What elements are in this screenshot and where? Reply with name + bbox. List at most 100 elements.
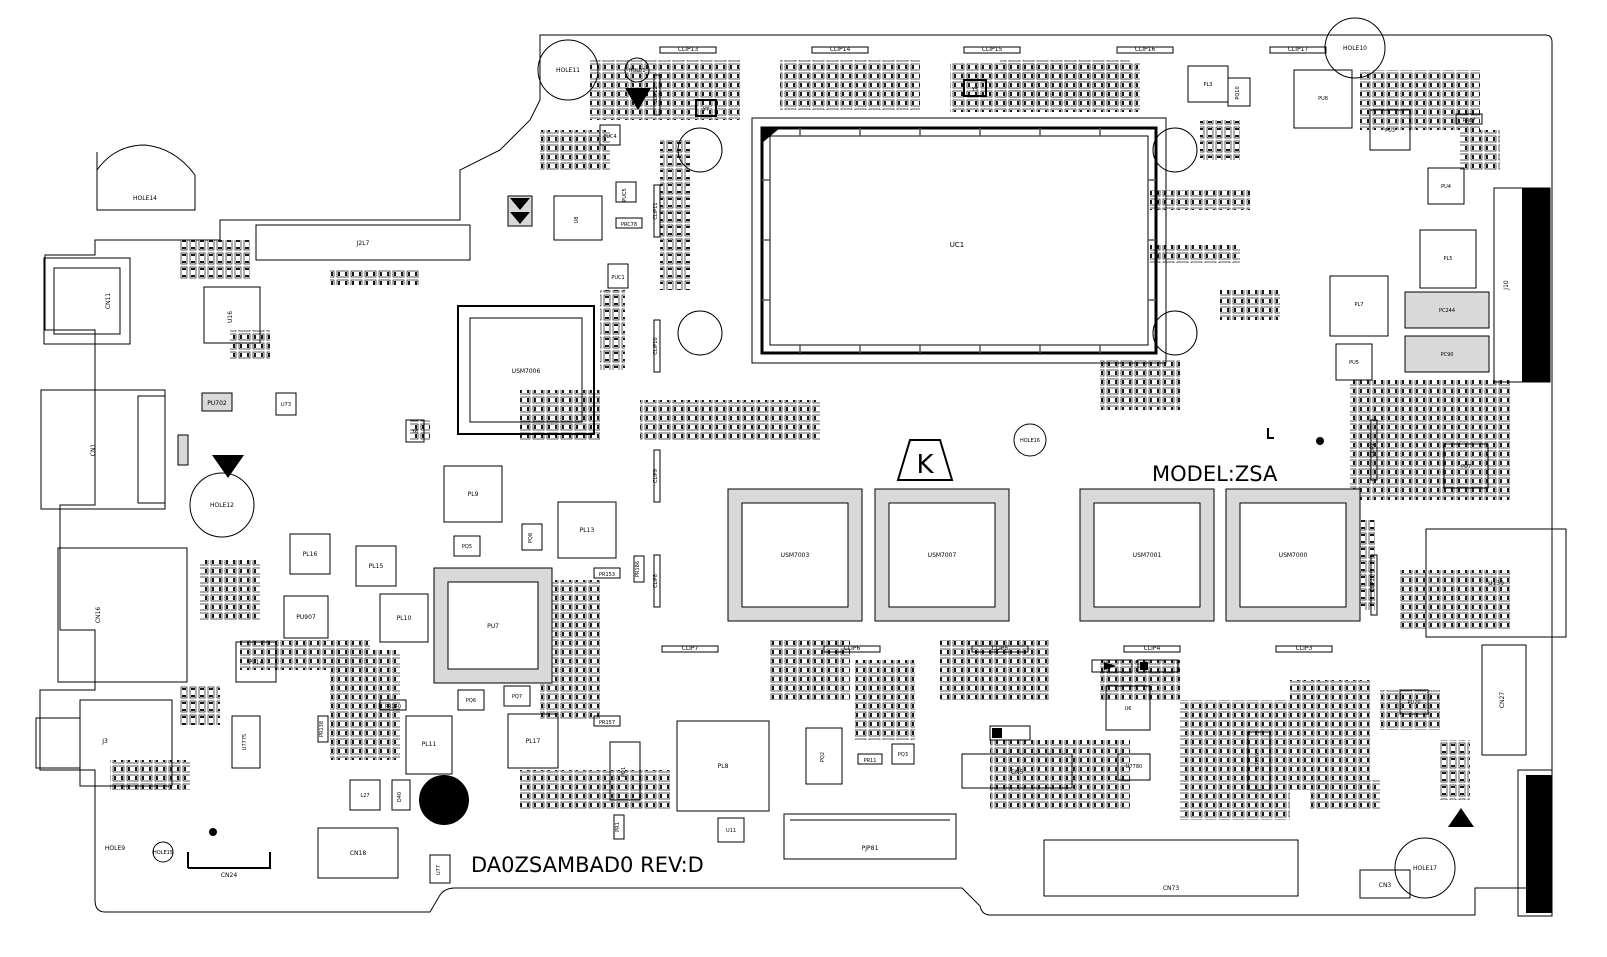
svg-text:PC90: PC90	[1441, 352, 1454, 358]
clips: CLIP13 CLIP14 CLIP15 CLIP16 CLIP17 CLIP1…	[653, 46, 1378, 653]
svg-text:PL7: PL7	[1355, 302, 1364, 308]
svg-text:CLIP12: CLIP12	[653, 86, 659, 103]
svg-text:PQ1: PQ1	[621, 767, 627, 777]
svg-text:USM7003: USM7003	[781, 552, 810, 559]
svg-text:Y6: Y6	[411, 429, 418, 435]
svg-text:UC1: UC1	[950, 241, 964, 249]
svg-text:PRC78: PRC78	[621, 222, 637, 228]
svg-text:CN16: CN16	[95, 607, 102, 623]
svg-text:PU8: PU8	[1318, 96, 1328, 102]
svg-text:PR1: PR1	[615, 822, 621, 832]
svg-text:HOLE15: HOLE15	[153, 850, 173, 856]
svg-text:USM7007: USM7007	[928, 552, 957, 559]
svg-text:CN24: CN24	[221, 872, 237, 879]
svg-text:HOLE1: HOLE1	[629, 68, 646, 74]
svg-text:PL16: PL16	[303, 551, 318, 558]
svg-text:CN5: CN5	[1011, 769, 1024, 776]
svg-text:PL5: PL5	[1444, 256, 1453, 262]
model-label: MODEL:ZSA	[1152, 462, 1278, 486]
hole-16	[1013, 423, 1047, 457]
svg-text:U7780: U7780	[1126, 764, 1142, 770]
svg-text:PR11: PR11	[864, 758, 877, 764]
svg-text:HOLE10: HOLE10	[1343, 45, 1367, 52]
svg-text:CN73: CN73	[1163, 885, 1179, 892]
orientation-markers	[177, 88, 1474, 836]
u139-chip: U139	[1425, 528, 1567, 638]
svg-text:CLIP1: CLIP1	[1370, 443, 1376, 457]
svg-text:PUC4: PUC4	[603, 134, 616, 140]
svg-text:PL11: PL11	[422, 741, 437, 748]
connectors: J2L7 CN11 CN1 CN16 J3 CN24 CN18 CN5 CN73…	[35, 187, 1553, 917]
smd-component-field	[110, 60, 1510, 820]
svg-text:PL8: PL8	[718, 763, 729, 770]
svg-text:PU7: PU7	[487, 623, 499, 630]
svg-text:CN18: CN18	[350, 850, 366, 857]
svg-text:PU702: PU702	[207, 400, 227, 407]
svg-text:PL17: PL17	[526, 738, 541, 745]
svg-text:U77: U77	[436, 865, 442, 875]
svg-text:PU70: PU70	[1407, 700, 1420, 706]
uc1-cpu: UC1	[751, 117, 1167, 364]
svg-text:U8: U8	[574, 217, 580, 224]
svg-text:CLIP4: CLIP4	[1144, 645, 1161, 652]
svg-text:PR140: PR140	[385, 704, 401, 710]
svg-text:PR157: PR157	[599, 720, 615, 726]
svg-text:PUC5: PUC5	[622, 188, 628, 201]
svg-text:Y7: Y7	[702, 107, 709, 113]
svg-text:CN27: CN27	[1499, 692, 1506, 708]
svg-text:U7770: U7770	[1255, 753, 1261, 769]
svg-text:CLIP11: CLIP11	[653, 202, 659, 219]
hole-12	[189, 472, 255, 538]
svg-text:PU7: PU7	[1461, 464, 1471, 470]
svg-text:CN11: CN11	[105, 293, 112, 309]
svg-text:D40: D40	[397, 792, 403, 802]
svg-text:CLIP6: CLIP6	[844, 645, 861, 652]
svg-text:HOLE17: HOLE17	[1413, 865, 1437, 872]
svg-text:CN1: CN1	[90, 444, 97, 457]
svg-text:CLIP13: CLIP13	[678, 46, 699, 53]
svg-text:CLIP10: CLIP10	[653, 337, 659, 354]
svg-text:HOLE9: HOLE9	[105, 845, 125, 852]
svg-text:PL10: PL10	[397, 615, 412, 622]
svg-text:CLIP14: CLIP14	[830, 46, 851, 53]
mounting-holes: HOLE11 HOLE10 HOLE14 HOLE12 HOLE9 HOLE15…	[105, 17, 1456, 899]
pcb-outline	[39, 34, 1553, 916]
svg-text:PL9: PL9	[468, 491, 479, 498]
memory-chips: USM7003 USM7007 USM7001 USM7000	[727, 488, 1361, 622]
hole-15	[152, 841, 174, 863]
hole-17	[1394, 837, 1456, 899]
svg-text:HOLE11: HOLE11	[556, 67, 580, 74]
svg-text:HOLE14: HOLE14	[133, 195, 157, 202]
svg-text:CLIP16: CLIP16	[1135, 46, 1156, 53]
svg-text:CLIP8: CLIP8	[653, 574, 659, 588]
svg-text:HOLE12: HOLE12	[210, 502, 234, 509]
svg-text:USM7006: USM7006	[512, 368, 541, 375]
svg-text:PQ10: PQ10	[1235, 86, 1241, 99]
svg-text:PR153: PR153	[599, 572, 615, 578]
svg-text:PR186: PR186	[635, 561, 641, 577]
svg-text:J3: J3	[101, 738, 108, 745]
svg-text:USM7000: USM7000	[1279, 552, 1308, 559]
svg-text:PR138: PR138	[319, 721, 325, 737]
svg-text:J10: J10	[1503, 280, 1510, 291]
svg-text:PL13: PL13	[580, 527, 595, 534]
svg-text:U73: U73	[281, 402, 291, 408]
svg-text:CLIP3: CLIP3	[1296, 645, 1313, 652]
svg-text:PQ7: PQ7	[512, 694, 522, 700]
svg-text:PR87: PR87	[1463, 118, 1476, 124]
svg-text:CLIP17: CLIP17	[1288, 46, 1309, 53]
svg-text:CLIP7: CLIP7	[682, 645, 699, 652]
svg-text:PU5: PU5	[1349, 360, 1359, 366]
svg-text:HOLE16: HOLE16	[1020, 438, 1040, 444]
svg-text:PJP81: PJP81	[862, 845, 879, 852]
labeled-resistors: PR140 PR157 PR153 PR138 PR11 PR1 PR87 PR…	[317, 113, 1483, 840]
svg-text:CLIP2: CLIP2	[1370, 578, 1376, 592]
svg-text:J7: J7	[1539, 842, 1546, 849]
svg-text:U7775: U7775	[242, 734, 248, 750]
svg-text:CLIP9: CLIP9	[653, 469, 659, 483]
k-logo: K	[896, 439, 954, 481]
svg-text:PU907: PU907	[296, 614, 316, 621]
svg-text:PU4: PU4	[1441, 184, 1451, 190]
usm7006-chip: USM7006	[457, 305, 595, 435]
svg-text:PC244: PC244	[1439, 308, 1455, 314]
